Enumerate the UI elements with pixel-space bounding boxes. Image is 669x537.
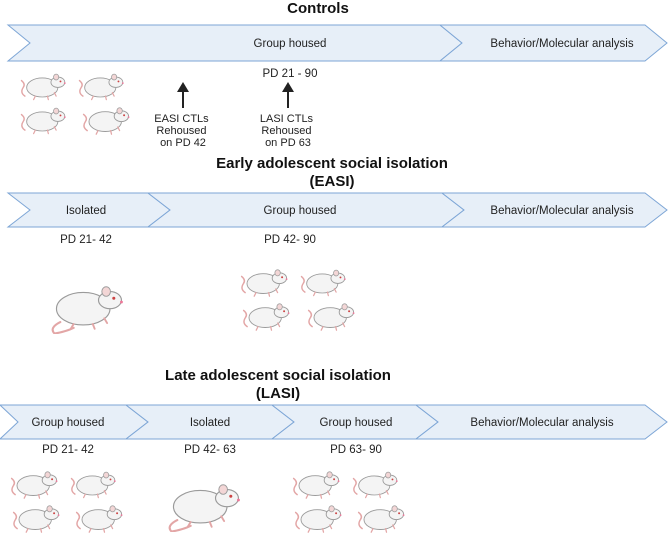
controls-segment-2-label: Behavior/Molecular analysis bbox=[490, 38, 633, 50]
easi-title-line-1: Early adolescent social isolation bbox=[216, 155, 448, 172]
easi-pd-label-1: PD 21- 42 bbox=[60, 234, 112, 246]
easi-segment-1-label: Isolated bbox=[66, 205, 106, 217]
lasi-segment-4 bbox=[414, 404, 668, 440]
easi-ctl-note-line-2: Rehoused bbox=[156, 125, 206, 137]
easi-segment-2-label: Group housed bbox=[264, 205, 337, 217]
lasi-pd-label-1: PD 21- 42 bbox=[42, 444, 94, 456]
easi-segment-3-label: Behavior/Molecular analysis bbox=[490, 205, 633, 217]
lasi-segment-4-label: Behavior/Molecular analysis bbox=[470, 417, 613, 429]
easi-isolated-rat bbox=[51, 285, 125, 334]
lasi-title-line-2: (LASI) bbox=[256, 385, 300, 402]
controls-pd-label: PD 21 - 90 bbox=[263, 68, 318, 80]
lasi-title-line-1: Late adolescent social isolation bbox=[165, 367, 391, 384]
lasi-timeline: Group housed Isolated Group housed Behav… bbox=[0, 404, 668, 440]
lasi-rat-group-1 bbox=[10, 471, 124, 533]
lasi-ctl-note: LASI CTLs Rehoused on PD 63 bbox=[260, 113, 316, 149]
lasi-ctl-note-line-1: LASI CTLs bbox=[260, 113, 314, 125]
easi-title-line-2: (EASI) bbox=[310, 173, 355, 190]
lasi-ctl-note-line-2: Rehoused bbox=[261, 125, 311, 137]
controls-title: Controls bbox=[287, 0, 349, 17]
lasi-segment-3-label: Group housed bbox=[320, 417, 393, 429]
lasi-segment-2-label: Isolated bbox=[190, 417, 230, 429]
easi-ctl-arrow bbox=[177, 82, 189, 108]
easi-pd-label-2: PD 42- 90 bbox=[264, 234, 316, 246]
controls-timeline: Group housed Behavior/Molecular analysis bbox=[6, 24, 668, 62]
lasi-pd-label-2: PD 42- 63 bbox=[184, 444, 236, 456]
controls-segment-1 bbox=[6, 24, 463, 62]
controls-segment-2 bbox=[438, 24, 668, 62]
easi-ctl-note-line-1: EASI CTLs bbox=[154, 113, 209, 125]
lasi-isolated-rat bbox=[168, 483, 242, 532]
lasi-rat-group-2 bbox=[292, 471, 406, 533]
easi-ctl-note-line-3: on PD 42 bbox=[160, 137, 206, 149]
lasi-segment-1-label: Group housed bbox=[32, 417, 105, 429]
lasi-pd-label-3: PD 63- 90 bbox=[330, 444, 382, 456]
easi-ctl-note: EASI CTLs Rehoused on PD 42 bbox=[154, 113, 211, 149]
lasi-ctl-note-line-3: on PD 63 bbox=[265, 137, 311, 149]
controls-segment-1-label: Group housed bbox=[254, 38, 327, 50]
easi-rat-group bbox=[240, 269, 356, 331]
controls-rat-group bbox=[20, 73, 131, 135]
easi-segment-3 bbox=[440, 192, 668, 228]
easi-timeline: Isolated Group housed Behavior/Molecular… bbox=[6, 192, 668, 228]
lasi-ctl-arrow bbox=[282, 82, 294, 108]
